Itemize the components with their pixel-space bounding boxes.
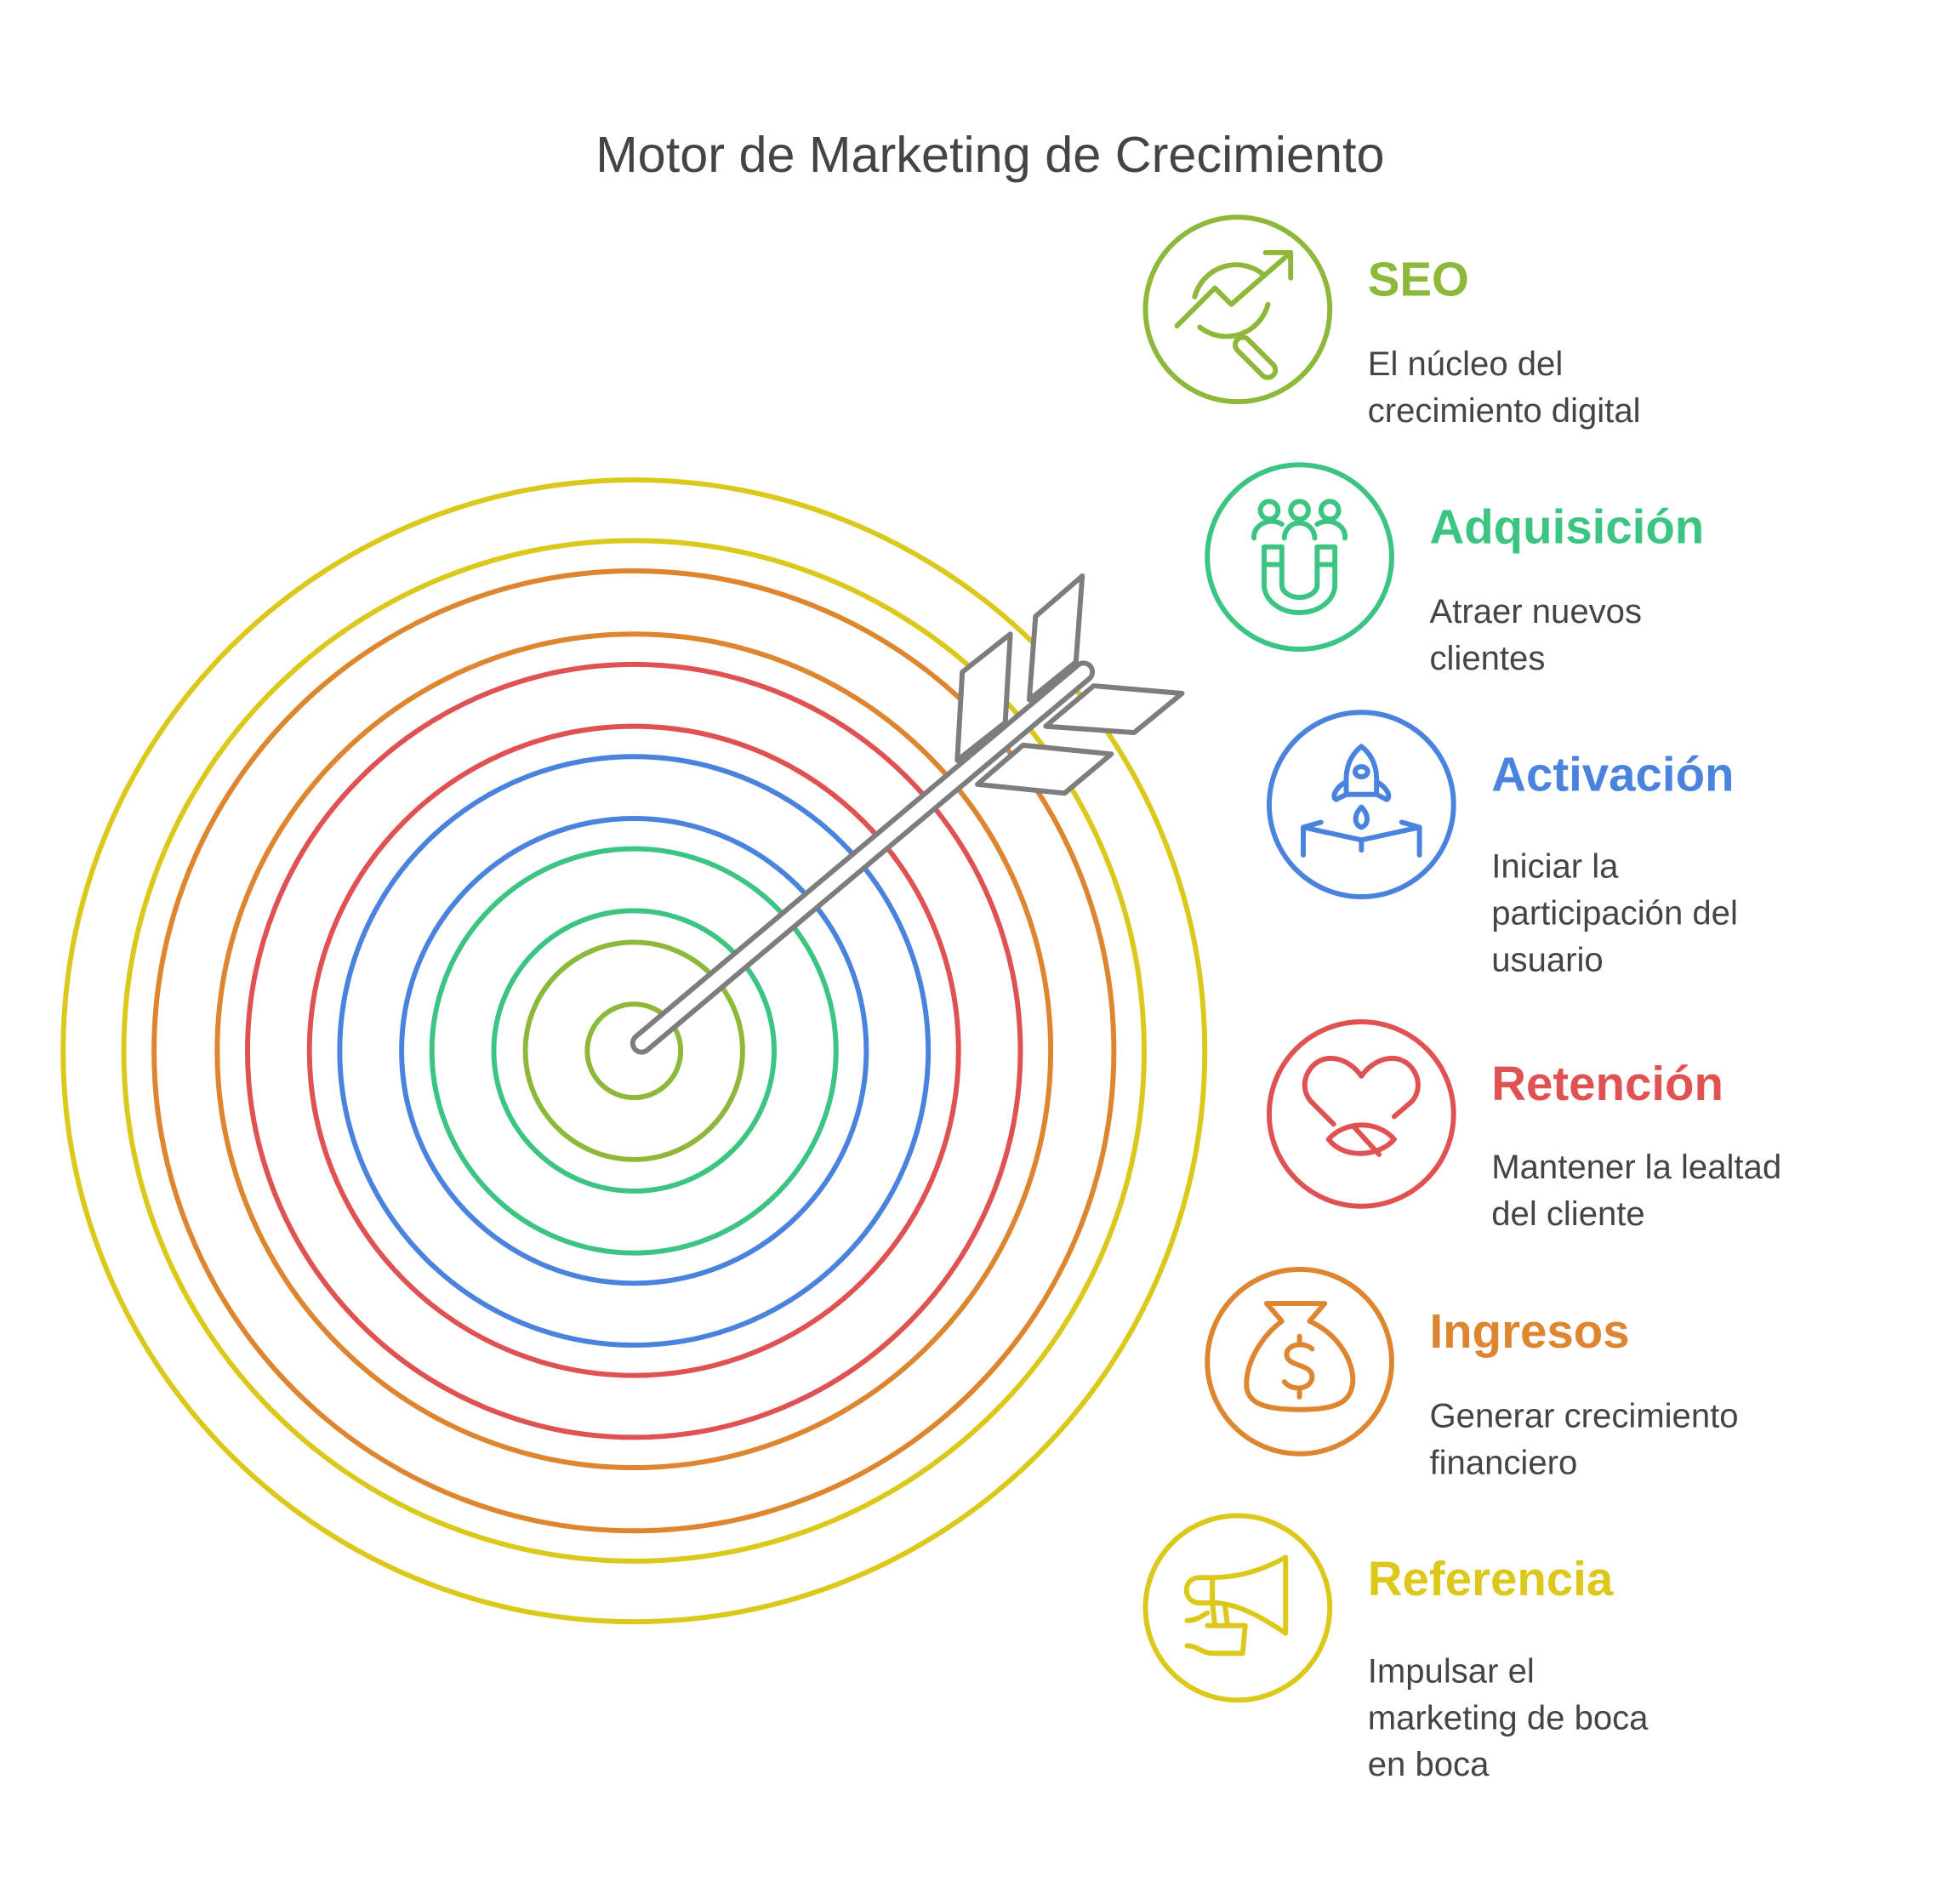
item-desc-line: Impulsar el <box>1368 1652 1535 1690</box>
item-desc-line: El núcleo del <box>1368 345 1564 383</box>
activacion-icon-circle <box>1266 710 1456 899</box>
megaphone-icon <box>1183 1554 1289 1657</box>
seo-icon-circle <box>1142 214 1333 405</box>
ring-retencion-outer <box>245 661 1023 1440</box>
ring-retencion-inner <box>306 723 961 1378</box>
item-title: Ingresos <box>1429 1304 1629 1358</box>
item-activacion: Activación Iniciar la participación del … <box>1266 710 1738 979</box>
item-desc-line: financiero <box>1429 1444 1577 1481</box>
ring-referencia-outer <box>60 477 1208 1625</box>
ring-seo-outer <box>522 939 745 1162</box>
item-desc-line: clientes <box>1429 640 1545 677</box>
item-title: Activación <box>1491 747 1734 801</box>
ingresos-icon-circle <box>1205 1266 1394 1457</box>
item-title: SEO <box>1368 252 1469 305</box>
item-desc-line: crecimiento digital <box>1368 392 1641 430</box>
item-ingresos: Ingresos Generar crecimiento financiero <box>1205 1266 1739 1481</box>
ring-activacion-outer <box>337 754 932 1349</box>
item-retencion: Retención Mantener la lealtad del client… <box>1266 1019 1781 1233</box>
item-desc-line: Generar crecimiento <box>1429 1398 1738 1435</box>
referencia-icon-circle <box>1142 1513 1333 1703</box>
money-bag-icon <box>1244 1301 1356 1412</box>
adquisicion-icon-circle <box>1205 462 1394 653</box>
item-desc-line: usuario <box>1491 942 1603 979</box>
item-desc-line: en boca <box>1368 1746 1490 1783</box>
item-title: Retención <box>1491 1057 1724 1110</box>
item-desc-line: Mantener la lealtad <box>1491 1149 1781 1186</box>
rocket-launch-icon <box>1301 744 1422 858</box>
ring-seo-inner <box>584 1001 684 1101</box>
item-adquisicion: Adquisición Atraer nuevos clientes <box>1205 462 1704 677</box>
item-desc-line: Atraer nuevos <box>1429 593 1642 630</box>
arrow-fletching <box>954 631 1013 763</box>
ring-ingresos-outer <box>151 568 1117 1534</box>
item-desc-line: participación del <box>1491 895 1738 932</box>
arrow-fletching <box>975 742 1114 796</box>
retencion-icon-circle <box>1266 1019 1456 1209</box>
chart-magnifier-icon <box>1174 249 1294 380</box>
magnet-people-icon <box>1251 499 1348 615</box>
item-desc-line: Iniciar la <box>1491 848 1619 886</box>
item-title: Adquisición <box>1429 499 1704 553</box>
arrow <box>630 573 1185 1055</box>
ring-ingresos-inner <box>214 631 1054 1471</box>
item-desc-line: marketing de boca <box>1368 1699 1649 1736</box>
item-referencia: Referencia Impulsar el marketing de boca… <box>1142 1513 1649 1783</box>
item-title: Referencia <box>1368 1552 1614 1605</box>
arrow-fletching <box>1043 683 1185 735</box>
item-seo: SEO El núcleo del crecimiento digital <box>1142 214 1641 430</box>
target <box>60 477 1208 1625</box>
item-desc-line: del cliente <box>1491 1195 1644 1233</box>
ring-adquisicion-outer <box>429 846 839 1256</box>
ring-adquisicion-inner <box>491 908 777 1194</box>
heart-pill-icon <box>1302 1056 1421 1157</box>
ring-referencia-inner <box>121 538 1147 1564</box>
diagram-title: Motor de Marketing de Crecimiento <box>595 126 1384 183</box>
ring-activacion-inner <box>399 816 869 1286</box>
arrow-fletching <box>1026 573 1085 703</box>
